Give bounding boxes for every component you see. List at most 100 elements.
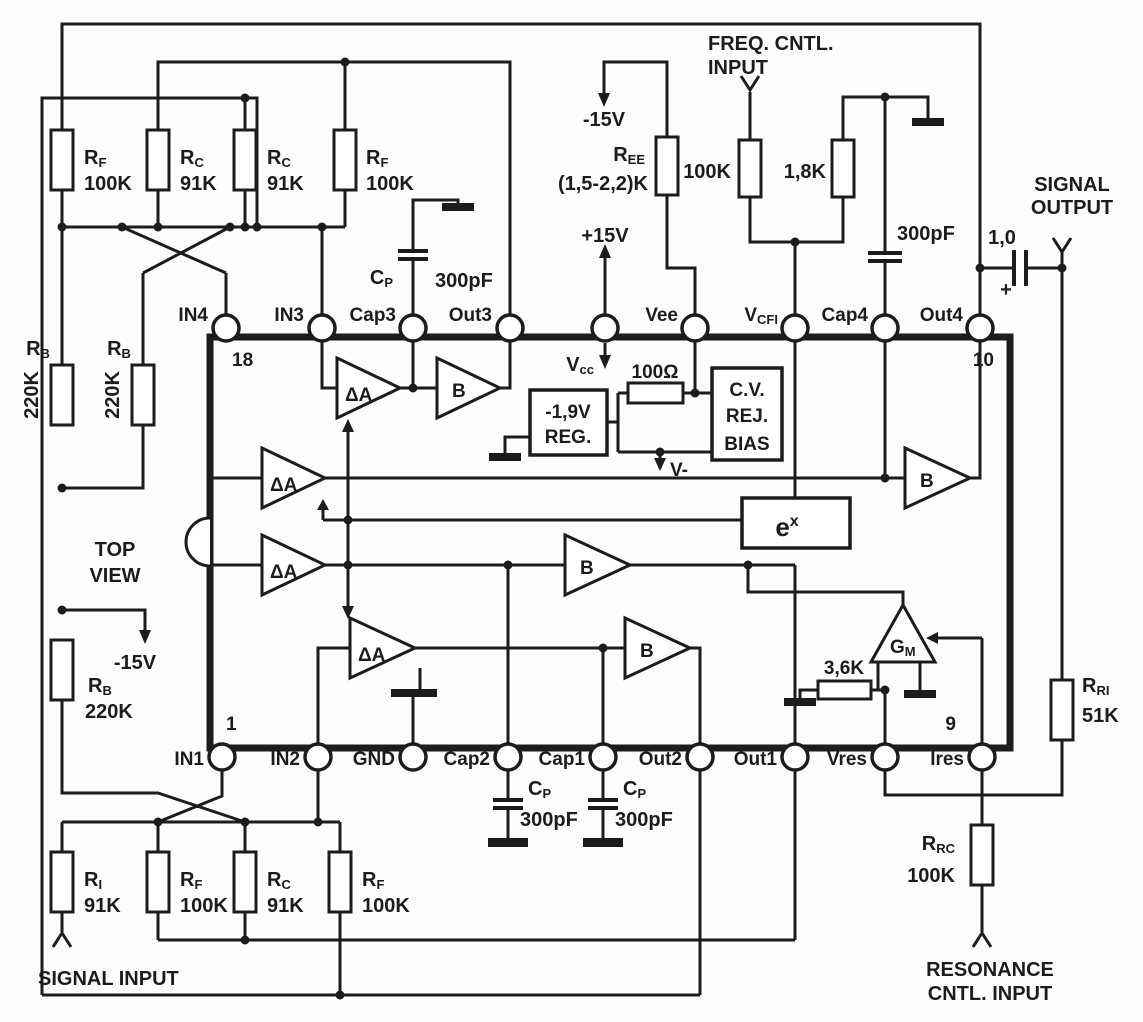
label-resonance-1: RESONANCE bbox=[926, 959, 1054, 981]
label-100ohm: 100Ω bbox=[632, 362, 679, 383]
resistor-ree-body bbox=[654, 135, 680, 197]
resistor-rrc-body bbox=[969, 823, 995, 887]
label-cp2-value: 300pF bbox=[520, 809, 578, 831]
label-pin-out2: Out2 bbox=[639, 749, 682, 770]
delta-a-amp-2 bbox=[260, 445, 329, 511]
label-freq-cntl-1: FREQ. CNTL. bbox=[708, 33, 834, 55]
label-rb2-value: 220K bbox=[102, 371, 124, 419]
label-signal-input: SIGNAL INPUT bbox=[38, 968, 179, 990]
pin-vee bbox=[680, 313, 710, 343]
label-freq-cntl-2: INPUT bbox=[708, 57, 768, 79]
resistor-rc1-body bbox=[145, 128, 171, 192]
label-pin-number-9: 9 bbox=[945, 714, 956, 735]
label-rri: RRI bbox=[1082, 675, 1109, 698]
label-rc3-value: 91K bbox=[267, 895, 304, 917]
pin-gnd bbox=[398, 742, 428, 772]
label-pin-vee: Vee bbox=[645, 305, 678, 326]
label-rf2: RF bbox=[366, 147, 388, 170]
ic-pin1-notch bbox=[184, 516, 211, 568]
label-cp1-value: 300pF bbox=[615, 809, 673, 831]
label-vcc: Vcc bbox=[566, 354, 594, 377]
label-pin-cap1: Cap1 bbox=[539, 749, 586, 770]
resistor-36k-body bbox=[816, 679, 873, 701]
pin-out4 bbox=[965, 313, 995, 343]
label-300pf-right: 300pF bbox=[897, 223, 955, 245]
label-pin-cap3: Cap3 bbox=[350, 305, 396, 326]
label-rf4: RF bbox=[362, 869, 384, 892]
label-rf3: RF bbox=[180, 869, 202, 892]
pin-cap4 bbox=[870, 313, 900, 343]
label-cv-3: BIAS bbox=[724, 434, 769, 455]
capacitor-plates bbox=[398, 249, 1028, 810]
gm-amp bbox=[868, 601, 938, 664]
cv-rej-bias-box bbox=[710, 366, 784, 462]
label-top-view-1: TOP bbox=[95, 539, 136, 561]
label-ree-value: (1,5-2,2)K bbox=[558, 173, 649, 195]
pin-vcfi bbox=[780, 313, 810, 343]
label-rf2-value: 100K bbox=[366, 173, 414, 195]
label-rf3-value: 100K bbox=[180, 895, 228, 917]
resistor-ri-body bbox=[49, 850, 75, 914]
label-pin-out4: Out4 bbox=[920, 305, 964, 326]
label-pin-out3: Out3 bbox=[449, 305, 492, 326]
label-100k-freq: 100K bbox=[683, 161, 731, 183]
label-pin-in1: IN1 bbox=[174, 749, 204, 770]
buffer-amp-1 bbox=[435, 355, 504, 421]
resistor-rf4-body bbox=[327, 850, 353, 914]
label-rf1-value: 100K bbox=[84, 173, 132, 195]
label-buffer-1: B bbox=[452, 381, 466, 402]
label-delta-a-3: ΔA bbox=[270, 562, 298, 583]
label-18k: 1,8K bbox=[784, 161, 827, 183]
resistor-rb3-body bbox=[49, 638, 75, 702]
exp-block-box bbox=[740, 496, 852, 550]
pin-out2 bbox=[685, 742, 715, 772]
pin-out3 bbox=[495, 313, 525, 343]
label-buffer-4: B bbox=[640, 641, 654, 662]
label-pin-in3: IN3 bbox=[274, 305, 304, 326]
label-cv-2: REJ. bbox=[726, 406, 768, 427]
pin-vres bbox=[870, 742, 900, 772]
cap-cp3-plates bbox=[398, 249, 428, 261]
label-delta-a-4: ΔA bbox=[358, 645, 386, 666]
label-delta-a-2: ΔA bbox=[270, 475, 298, 496]
label-minus15v-top: -15V bbox=[583, 109, 626, 131]
pin-in3 bbox=[307, 313, 337, 343]
label-rc2: RC bbox=[267, 147, 291, 170]
label-rc1: RC bbox=[180, 147, 204, 170]
resistor-rri-body bbox=[1049, 678, 1075, 742]
label-rb3: RB bbox=[88, 675, 112, 698]
resistor-100ohm-body bbox=[626, 381, 685, 405]
label-exp: ex bbox=[775, 512, 798, 542]
label-gm: GM bbox=[890, 637, 916, 659]
label-cv-1: C.V. bbox=[729, 380, 764, 401]
label-cp3: CP bbox=[370, 267, 393, 290]
resistor-rb2-body bbox=[130, 363, 156, 427]
pin-out1 bbox=[780, 742, 810, 772]
label-pin-out1: Out1 bbox=[734, 749, 778, 770]
label-pin-number-18: 18 bbox=[232, 350, 253, 371]
delta-a-amp-1 bbox=[335, 355, 404, 421]
label-plus15v: +15V bbox=[581, 225, 629, 247]
label-buffer-3: B bbox=[580, 558, 594, 579]
cap-output-plates bbox=[1012, 250, 1028, 286]
ic-package-outline bbox=[206, 333, 1014, 752]
label-1uf: 1,0 bbox=[988, 227, 1016, 249]
label-rb1: RB bbox=[26, 338, 50, 361]
label-resonance-2: CNTL. INPUT bbox=[928, 983, 1052, 1005]
label-rf4-value: 100K bbox=[362, 895, 410, 917]
label-rb1-value: 220K bbox=[21, 371, 43, 419]
label-top-view-2: VIEW bbox=[89, 565, 140, 587]
label-cp1: CP bbox=[623, 778, 646, 801]
label-rf1: RF bbox=[84, 147, 106, 170]
label-pin-in4: IN4 bbox=[178, 305, 208, 326]
label-pin-gnd: GND bbox=[353, 749, 395, 770]
label-ree: REE bbox=[613, 144, 645, 167]
resistor-100k-freq-body bbox=[737, 138, 763, 199]
buffer-amp-3 bbox=[563, 532, 634, 598]
label-delta-a-1: ΔA bbox=[345, 385, 373, 406]
label-pin-number-1: 1 bbox=[226, 714, 237, 735]
resistor-rf1-body bbox=[49, 128, 75, 192]
label-rc2-value: 91K bbox=[267, 173, 304, 195]
label-cp3-value: 300pF bbox=[435, 270, 493, 292]
